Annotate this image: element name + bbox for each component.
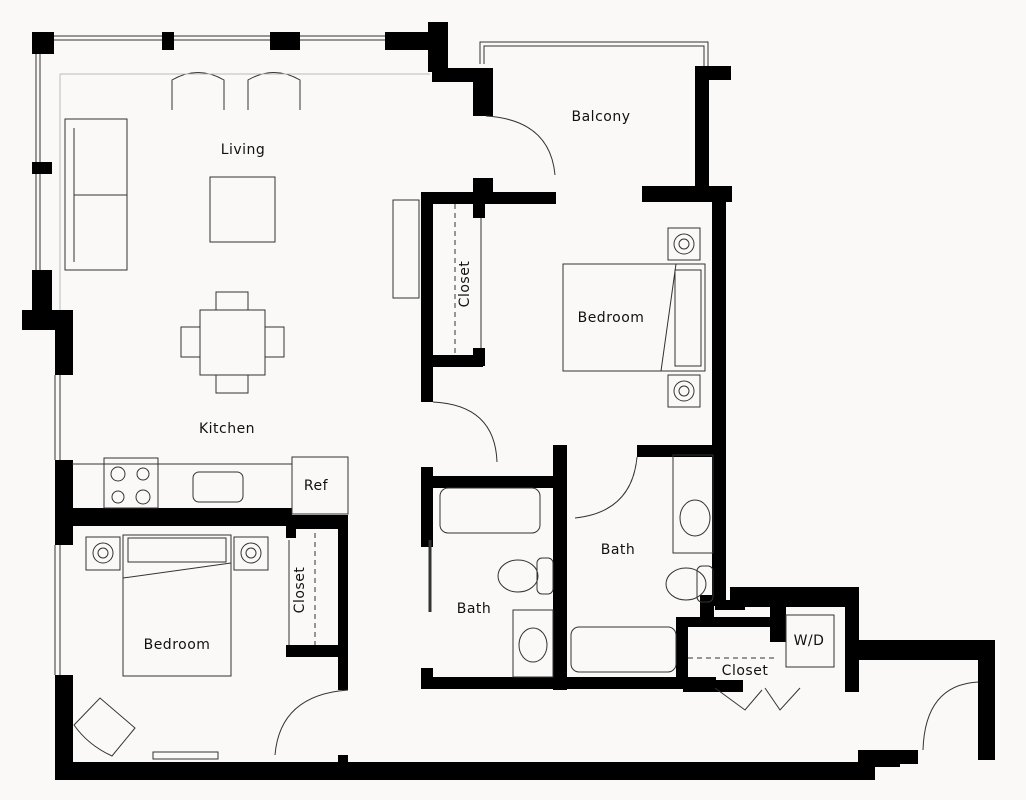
room-label-bedroom-2: Bedroom xyxy=(143,637,211,653)
room-label-kitchen: Kitchen xyxy=(198,421,256,437)
room-label-bath-1: Bath xyxy=(456,601,492,617)
room-label-closet-3: Closet xyxy=(721,663,769,679)
fixtures xyxy=(35,35,979,760)
room-label-closet-1: Closet xyxy=(457,260,473,308)
walls xyxy=(22,22,995,780)
room-label-balcony: Balcony xyxy=(571,109,631,125)
appliance-label-washer-dryer: W/D xyxy=(793,633,825,649)
room-label-bath-2: Bath xyxy=(600,542,636,558)
room-label-closet-2: Closet xyxy=(292,566,308,614)
room-label-living: Living xyxy=(220,142,266,158)
appliance-label-refrigerator: Ref xyxy=(303,478,329,494)
room-label-bedroom-1: Bedroom xyxy=(577,310,645,326)
